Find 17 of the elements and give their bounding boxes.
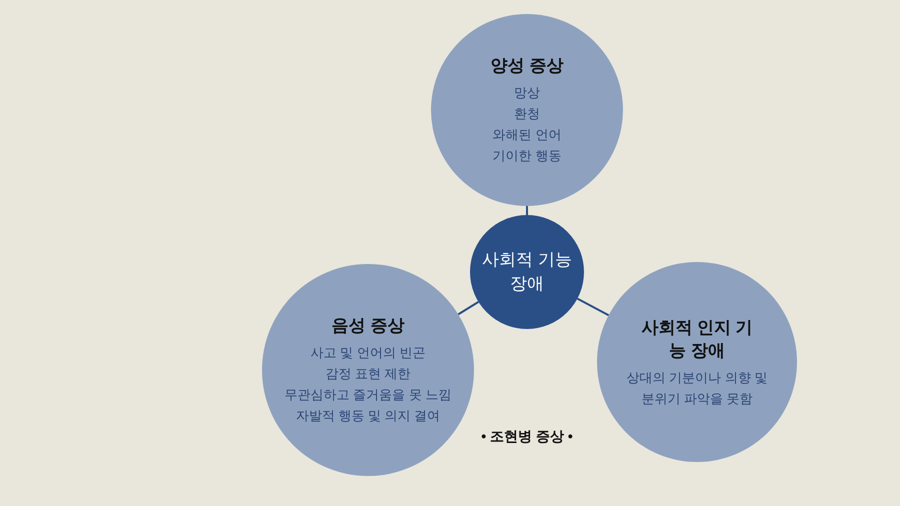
symptom-item: 무관심하고 즐거움을 못 느낌 bbox=[284, 386, 452, 404]
symptom-item: 상대의 기분이나 의향 및 분위기 파악을 못함 bbox=[626, 368, 768, 408]
symptom-item: 사고 및 언어의 빈곤 bbox=[310, 344, 426, 362]
symptom-item: 자발적 행동 및 의지 결여 bbox=[296, 407, 440, 425]
symptom-item: 환청 bbox=[514, 105, 540, 123]
connector-line bbox=[458, 301, 479, 316]
caption: • 조현병 증상 • bbox=[480, 427, 574, 446]
symptom-item: 감정 표현 제한 bbox=[325, 365, 411, 383]
connector-line bbox=[576, 298, 610, 316]
circle-heading: 양성 증상 bbox=[490, 55, 564, 77]
symptom-item: 와해된 언어 bbox=[492, 126, 562, 144]
symptom-item: 기이한 행동 bbox=[492, 147, 562, 165]
circle-heading: 사회적 기능 장애 bbox=[482, 249, 572, 295]
circle-heading: 음성 증상 bbox=[332, 315, 404, 337]
circle-heading: 사회적 인지 기능 장애 bbox=[640, 316, 754, 362]
symptom-item: 망상 bbox=[514, 84, 540, 102]
connector-line bbox=[526, 206, 528, 215]
